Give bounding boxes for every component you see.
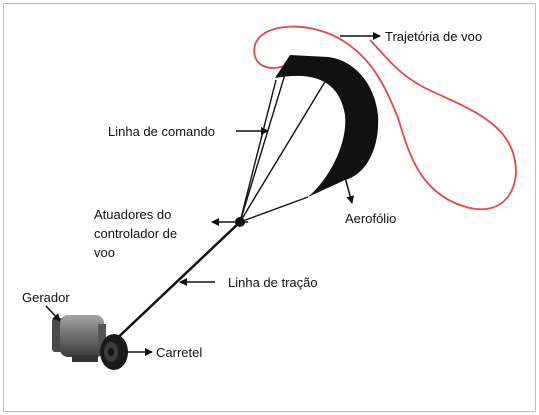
reel-label: Carretel	[156, 345, 202, 360]
reel	[100, 334, 128, 370]
figure-border	[3, 3, 536, 412]
command-lines	[239, 57, 327, 223]
traction-line	[109, 221, 241, 346]
airfoil-label: Aerofólio	[345, 211, 396, 226]
flight-path-curve	[253, 25, 517, 211]
actuators-label-line3: voo	[94, 245, 115, 260]
traction-line-label: Linha de tração	[228, 275, 318, 290]
generator	[52, 315, 106, 362]
airfoil-kite	[275, 55, 379, 197]
generator-arrow	[45, 305, 61, 322]
command-line-label: Linha de comando	[108, 124, 215, 139]
flight-path-label: Trajetória de voo	[385, 29, 482, 44]
actuators-label-line2: controlador de	[94, 226, 177, 241]
actuators-label-line1: Atuadores do	[94, 207, 171, 222]
airfoil-arrow	[342, 169, 355, 204]
generator-label: Gerador	[22, 290, 70, 305]
